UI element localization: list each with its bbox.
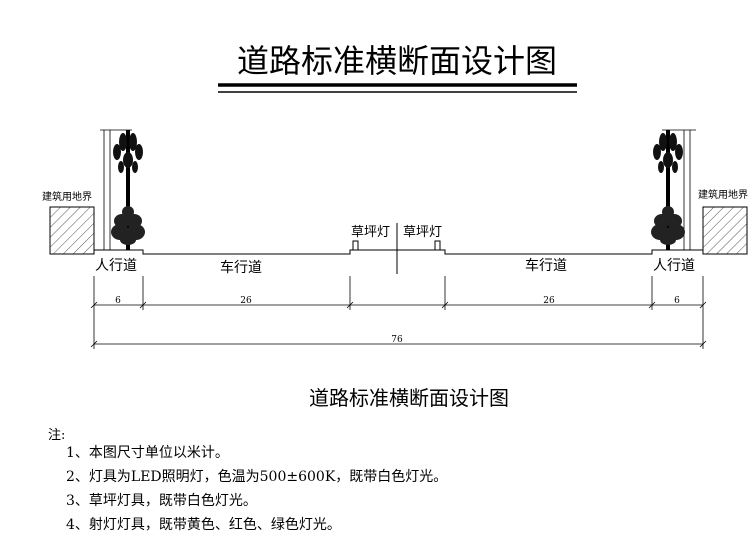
dim-carriageway-right: 26 bbox=[543, 296, 555, 306]
lawn-lamp-label-right: 草坪灯 bbox=[403, 225, 442, 240]
building-line-label-left: 建筑用地界 bbox=[42, 190, 92, 203]
drawing-subtitle: 道路标准横断面设计图 bbox=[309, 386, 509, 410]
shrub-right bbox=[651, 206, 685, 245]
dim-sidewalk-right: 6 bbox=[674, 296, 680, 306]
building-line-label-right: 建筑用地界 bbox=[698, 188, 748, 201]
dim-carriageway-left: 26 bbox=[240, 296, 252, 306]
carriageway-label-right: 车行道 bbox=[525, 257, 567, 274]
total-dimension-line bbox=[90, 310, 707, 349]
dim-total: 76 bbox=[391, 335, 403, 345]
dim-sidewalk-left: 6 bbox=[115, 296, 121, 306]
road-surface-profile bbox=[93, 249, 704, 255]
segment-dimension-line bbox=[90, 276, 707, 310]
lawn-lamp-left bbox=[352, 240, 359, 251]
sidewalk-label-right: 人行道 bbox=[653, 258, 695, 274]
building-line-box-left bbox=[49, 206, 95, 255]
shrub-left bbox=[111, 206, 145, 245]
building-line-box-right bbox=[702, 206, 748, 255]
lawn-lamp-label-left: 草坪灯 bbox=[351, 225, 390, 240]
lawn-lamp-right bbox=[434, 240, 441, 251]
drawing-title: 道路标准横断面设计图 bbox=[237, 42, 557, 80]
carriageway-label-left: 车行道 bbox=[220, 259, 262, 276]
street-lamp-left bbox=[100, 129, 143, 250]
sidewalk-label-left: 人行道 bbox=[95, 258, 137, 274]
